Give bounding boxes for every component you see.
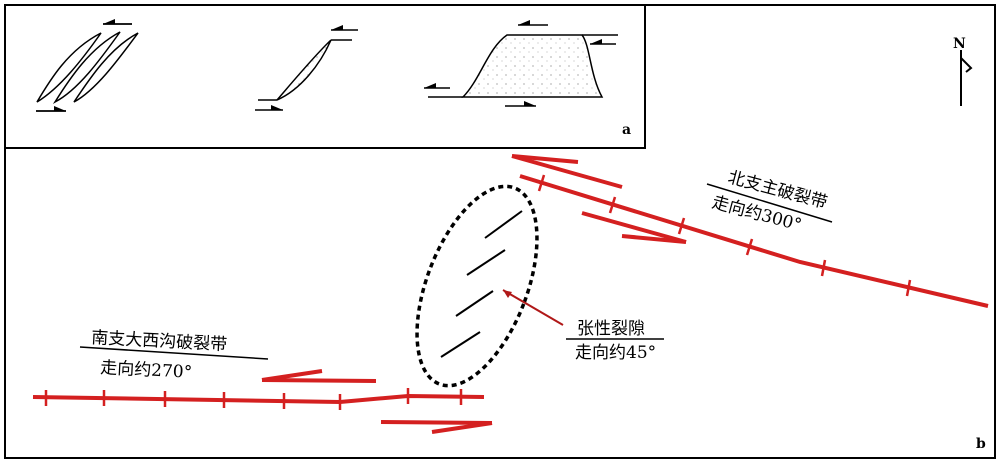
- south-fault-label-rule: [79, 346, 269, 360]
- echelon-lenses-sketch: [36, 19, 139, 112]
- lens-2: [52, 31, 121, 104]
- pull-apart-sketch: [424, 20, 618, 107]
- tension-gash-strike: 走向约45°: [575, 343, 656, 363]
- shear-arrow-bottom: [255, 105, 283, 111]
- tension-gash-pointer: [502, 289, 564, 326]
- south-fault-trace: [32, 393, 485, 405]
- north-arrow: N: [953, 36, 973, 106]
- tension-gash-label: 张性裂隙 走向约45°: [566, 319, 664, 363]
- tension-gash-name: 张性裂隙: [577, 319, 645, 339]
- tension-gash-outline: [415, 184, 539, 388]
- shear-arrow-top: [103, 19, 132, 25]
- north-fault-shear-arrow-lower: [581, 211, 687, 244]
- shear-arrow-top: [518, 20, 616, 45]
- shear-arrow-top: [331, 25, 358, 31]
- south-fault-shear-arrow-upper: [261, 369, 377, 383]
- north-fault-ticks: [537, 174, 912, 297]
- north-fault-zone: [511, 154, 989, 308]
- sigmoid-lens-sketch: [255, 25, 358, 111]
- south-fault-zone: [32, 369, 493, 434]
- panel-b-tag: b: [976, 436, 986, 452]
- shear-arrow-bottom: [424, 83, 536, 107]
- south-fault-ticks: [44, 388, 463, 410]
- north-fault-shear-arrow-upper: [511, 154, 623, 189]
- panel-a: a: [4, 4, 646, 149]
- tension-gash-lines: [440, 210, 523, 358]
- shear-arrow-bottom: [36, 106, 66, 112]
- tension-gash-zone: [415, 184, 564, 388]
- north-label: N: [953, 36, 966, 52]
- south-fault-strike: 走向约270°: [100, 358, 193, 383]
- panel-a-tag: a: [622, 122, 631, 138]
- lens-1: [36, 32, 102, 103]
- south-fault-shear-arrow-lower: [380, 420, 493, 434]
- north-fault-label-rule: [706, 183, 833, 223]
- lens-3: [73, 32, 139, 103]
- sigmoid-lens: [276, 39, 332, 101]
